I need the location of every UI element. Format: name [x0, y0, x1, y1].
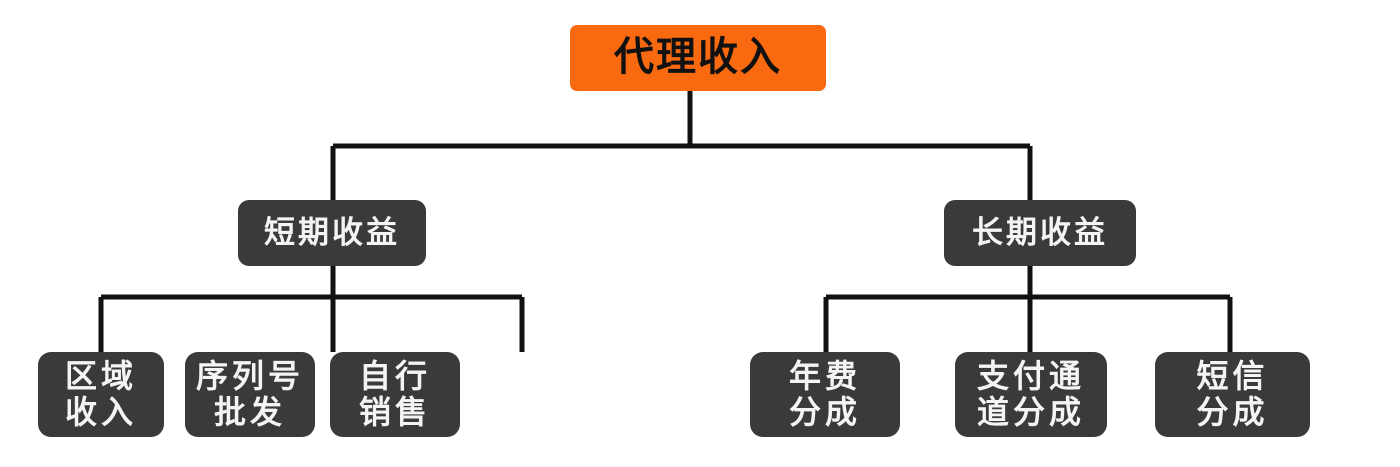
node-leaf-payment-channel-share-label: 支付通 道分成 [976, 357, 1085, 430]
node-leaf-serial-number-wholesale-label: 序列号 批发 [195, 357, 304, 430]
node-leaf-payment-channel-share[interactable]: 支付通 道分成 [955, 352, 1107, 437]
node-root-agent-income[interactable]: 代理收入 [570, 25, 826, 91]
node-leaf-region-income-label: 区域 收入 [64, 357, 137, 430]
node-branch-short-term-income[interactable]: 短期收益 [238, 200, 426, 266]
node-leaf-annual-fee-share-label: 年费 分成 [788, 357, 861, 430]
node-root-label: 代理收入 [614, 34, 782, 81]
node-leaf-self-sales[interactable]: 自行 销售 [330, 352, 460, 437]
node-leaf-sms-share-label: 短信 分成 [1196, 357, 1269, 430]
node-leaf-annual-fee-share[interactable]: 年费 分成 [750, 352, 900, 437]
node-branch-long-term-income[interactable]: 长期收益 [944, 200, 1136, 266]
node-leaf-region-income[interactable]: 区域 收入 [38, 352, 164, 437]
node-leaf-serial-number-wholesale[interactable]: 序列号 批发 [185, 352, 315, 437]
node-branch-short-term-label: 短期收益 [264, 215, 400, 251]
node-branch-long-term-label: 长期收益 [972, 215, 1108, 251]
node-leaf-sms-share[interactable]: 短信 分成 [1155, 352, 1310, 437]
node-leaf-self-sales-label: 自行 销售 [358, 357, 431, 430]
